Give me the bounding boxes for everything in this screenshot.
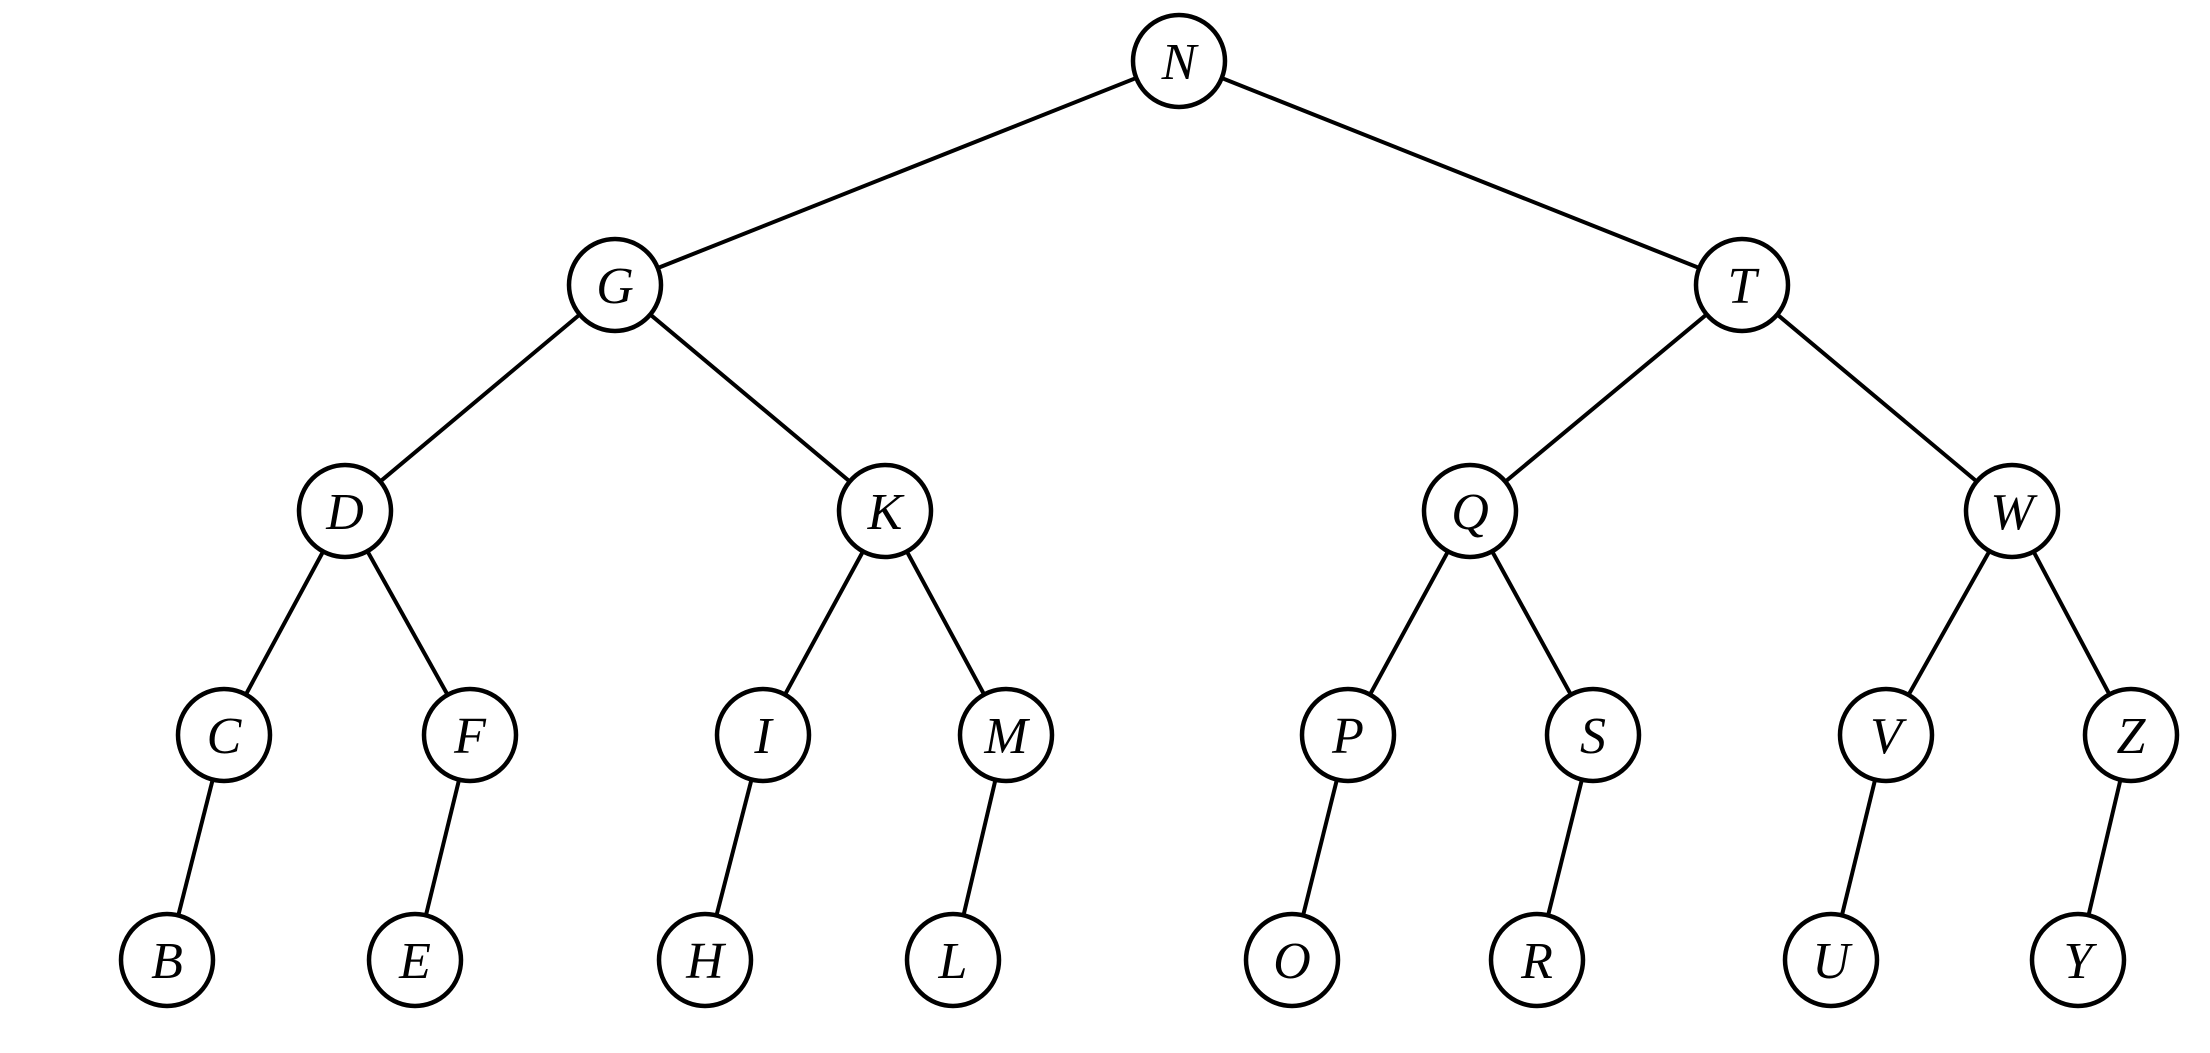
tree-node-label-E: E xyxy=(398,933,431,990)
tree-node-label-Z: Z xyxy=(2117,708,2147,765)
tree-node-circle-Q xyxy=(1421,462,1519,560)
tree-node-label-G: G xyxy=(596,258,634,315)
tree-node-V: V xyxy=(1837,686,1935,784)
tree-node-circle-F xyxy=(421,686,519,784)
tree-node-label-L: L xyxy=(938,933,968,990)
tree-node-label-B: B xyxy=(151,933,183,990)
tree-node-circle-V xyxy=(1837,686,1935,784)
tree-node-circle-E xyxy=(366,911,464,1009)
tree-node-circle-N xyxy=(1130,12,1228,110)
tree-node-G: G xyxy=(566,236,664,334)
tree-node-Z: Z xyxy=(2082,686,2180,784)
tree-node-U: U xyxy=(1782,911,1880,1009)
tree-node-circle-Y xyxy=(2029,911,2127,1009)
tree-edge-T-Q xyxy=(1468,283,1744,513)
tree-node-label-N: N xyxy=(1161,34,1200,91)
tree-node-Y: Y xyxy=(2029,911,2127,1009)
tree-edge-T-W xyxy=(1740,283,2014,513)
tree-node-F: F xyxy=(421,686,519,784)
tree-node-W: W xyxy=(1963,462,2061,560)
tree-node-label-S: S xyxy=(1580,708,1606,765)
tree-node-M: M xyxy=(957,686,1055,784)
tree-node-label-C: C xyxy=(207,708,243,765)
tree-node-circle-P xyxy=(1299,686,1397,784)
tree-node-N: N xyxy=(1130,12,1228,110)
tree-node-label-U: U xyxy=(1812,933,1853,990)
tree-edge-G-K xyxy=(613,283,887,513)
tree-node-label-K: K xyxy=(867,484,905,541)
tree-node-circle-O xyxy=(1243,911,1341,1009)
tree-node-label-Y: Y xyxy=(2064,933,2098,990)
tree-node-label-T: T xyxy=(1728,258,1760,315)
tree-node-Q: Q xyxy=(1421,462,1519,560)
tree-node-circle-S xyxy=(1544,686,1642,784)
tree-edge-N-T xyxy=(1178,59,1743,287)
tree-node-S: S xyxy=(1544,686,1642,784)
tree-node-label-M: M xyxy=(983,708,1030,765)
tree-edge-G-D xyxy=(343,283,617,513)
tree-node-B: B xyxy=(118,911,216,1009)
tree-node-circle-Z xyxy=(2082,686,2180,784)
tree-node-circle-U xyxy=(1782,911,1880,1009)
tree-node-R: R xyxy=(1488,911,1586,1009)
tree-node-circle-M xyxy=(957,686,1055,784)
tree-node-E: E xyxy=(366,911,464,1009)
tree-node-O: O xyxy=(1243,911,1341,1009)
tree-node-circle-L xyxy=(904,911,1002,1009)
tree-node-label-O: O xyxy=(1273,933,1311,990)
tree-node-label-R: R xyxy=(1520,933,1553,990)
tree-node-label-D: D xyxy=(325,484,364,541)
tree-node-circle-W xyxy=(1963,462,2061,560)
tree-node-C: C xyxy=(175,686,273,784)
tree-node-circle-H xyxy=(656,911,754,1009)
tree-edge-N-G xyxy=(614,59,1180,287)
tree-node-circle-K xyxy=(836,462,934,560)
tree-node-circle-D xyxy=(296,462,394,560)
tree-node-K: K xyxy=(836,462,934,560)
tree-node-circle-I xyxy=(714,686,812,784)
tree-node-label-W: W xyxy=(1990,484,2038,541)
tree-node-P: P xyxy=(1299,686,1397,784)
tree-node-circle-C xyxy=(175,686,273,784)
tree-node-circle-R xyxy=(1488,911,1586,1009)
tree-node-T: T xyxy=(1693,236,1791,334)
tree-node-H: H xyxy=(656,911,754,1009)
tree-node-D: D xyxy=(296,462,394,560)
tree-node-circle-T xyxy=(1693,236,1791,334)
tree-node-label-Q: Q xyxy=(1451,484,1489,541)
tree-node-circle-G xyxy=(566,236,664,334)
tree-node-I: I xyxy=(714,686,812,784)
tree-node-label-H: H xyxy=(685,933,726,990)
tree-node-label-V: V xyxy=(1870,708,1907,765)
tree-node-label-F: F xyxy=(453,708,487,765)
tree-node-circle-B xyxy=(118,911,216,1009)
tree-node-label-P: P xyxy=(1331,708,1364,765)
tree-node-L: L xyxy=(904,911,1002,1009)
tree-node-label-I: I xyxy=(753,708,774,765)
